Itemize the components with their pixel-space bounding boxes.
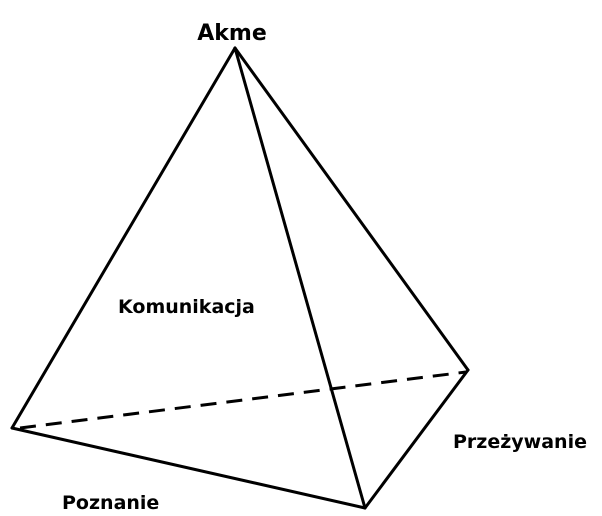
edge-apex-bottom bbox=[233, 46, 367, 510]
edge-apex-right bbox=[233, 46, 470, 372]
face-label-communication: Komunikacja bbox=[118, 296, 255, 318]
edge-right-bottom bbox=[363, 368, 470, 510]
edge-apex-left bbox=[10, 46, 237, 430]
vertex-label-cognition: Poznanie bbox=[62, 492, 159, 514]
edge-left-bottom bbox=[10, 426, 367, 510]
vertex-label-experience: Przeżywanie bbox=[453, 431, 587, 453]
apex-label: Akme bbox=[197, 21, 267, 46]
hidden-base-edge bbox=[19, 370, 467, 430]
